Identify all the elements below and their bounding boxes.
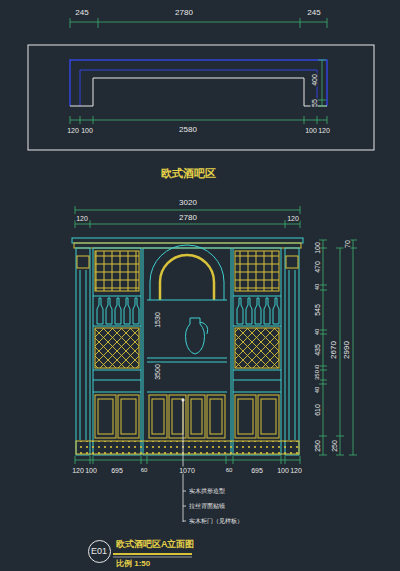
dimension: 2580 <box>178 126 198 134</box>
dimension: 60 <box>225 467 234 473</box>
bottle <box>255 298 261 324</box>
dimension: 120 <box>289 467 303 474</box>
dimension: 400 <box>311 73 318 87</box>
callout-text: 实木拱形造型 <box>188 488 226 494</box>
scale-note: 比例 1:50 <box>115 560 151 568</box>
dimension: 70 <box>344 239 351 249</box>
bottle <box>237 298 243 324</box>
dimension: 60 <box>140 467 149 473</box>
plan-view <box>28 18 374 150</box>
dimension: 695 <box>250 467 264 474</box>
dimension-lines <box>75 206 357 464</box>
callout-text: 实木柜门（见样板） <box>188 518 244 524</box>
dimension: 250 <box>331 439 338 453</box>
dimension: 435 <box>314 343 321 357</box>
dimension: 120 <box>71 467 85 474</box>
dimension: 2990 <box>343 340 351 360</box>
dimension: 120 <box>317 127 331 134</box>
bottle <box>124 298 130 324</box>
dimension: 2670 <box>330 340 338 360</box>
dimension: 100 <box>304 127 318 134</box>
bottle <box>133 298 139 324</box>
dimension: 3500 <box>154 363 161 381</box>
dimension: 350 <box>314 369 320 381</box>
bottle <box>264 298 270 324</box>
dimension: 2780 <box>178 214 198 222</box>
dimension: 250 <box>314 439 321 453</box>
bottle <box>115 298 121 324</box>
dimension: 470 <box>314 260 321 274</box>
drawing-number-circle: E01 <box>88 540 111 563</box>
dimension: 2780 <box>174 9 194 17</box>
dimension: 1530 <box>154 311 161 329</box>
dimension: 610 <box>314 403 321 417</box>
drawing-number: E01 <box>91 547 107 556</box>
dimension: 545 <box>314 303 321 317</box>
dimension: 100 <box>276 467 290 474</box>
section-title: 欧式酒吧区 <box>161 168 216 179</box>
bottle <box>106 298 112 324</box>
bottle <box>97 298 103 324</box>
leader-lines <box>182 399 186 522</box>
dimension: 55 <box>311 98 318 108</box>
bottle <box>246 298 252 324</box>
dimension: 1070 <box>178 467 196 474</box>
dimension: 40 <box>314 283 320 292</box>
dimension: 40 <box>314 328 320 337</box>
bar-cabinet <box>72 238 303 455</box>
dimension: 100 <box>84 467 98 474</box>
dimension: 100 <box>314 241 321 255</box>
dimension: 40 <box>314 386 320 395</box>
dimension: 3020 <box>178 199 198 207</box>
drawing-name: 欧式酒吧区A立面图 <box>115 540 196 549</box>
title-underline <box>113 553 192 555</box>
dimension: 120 <box>286 215 300 222</box>
dimension: 120 <box>75 215 89 222</box>
dimension: 695 <box>110 467 124 474</box>
bottle <box>273 298 279 324</box>
dimension: 100 <box>80 127 94 134</box>
dimension: 245 <box>74 9 89 17</box>
title-underline <box>113 557 192 558</box>
dimension: 120 <box>66 127 80 134</box>
dimension: 245 <box>306 9 321 17</box>
callout-text: 拉丝背面贴镜 <box>188 503 226 509</box>
